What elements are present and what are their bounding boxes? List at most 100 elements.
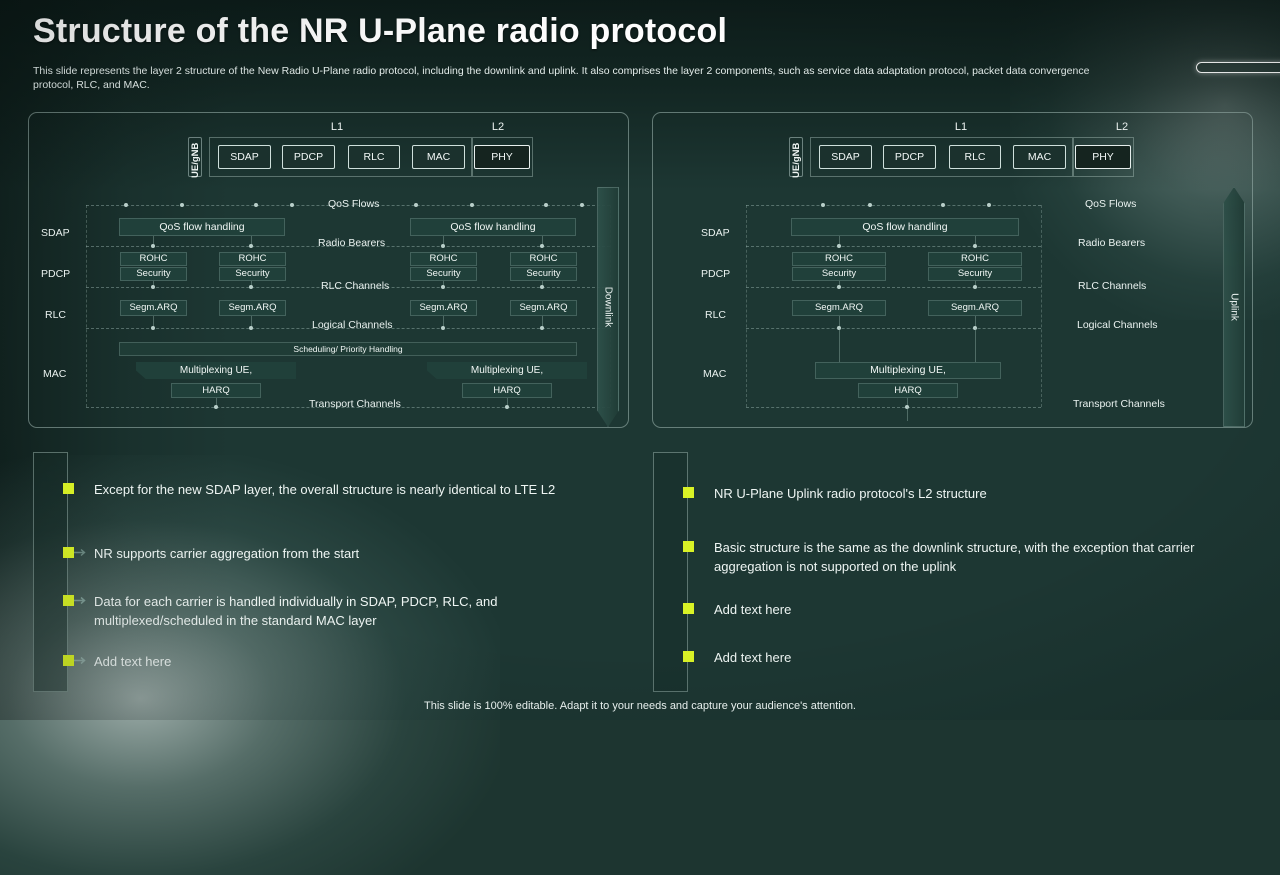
box-harq[interactable]: HARQ [171, 383, 261, 398]
grid-frame-left [746, 205, 747, 407]
box-qos-flow-handling[interactable]: QoS flow handling [410, 218, 576, 236]
downlink-diagram-panel: L1 L2 UE/gNB SDAP PDCP RLC MAC PHY SDAP … [28, 112, 629, 428]
list-item-label: Except for the new SDAP layer, the overa… [94, 482, 556, 497]
stack-chip-rlc[interactable]: RLC [348, 145, 400, 169]
box-segm-arq[interactable]: Segm.ARQ [510, 300, 577, 316]
bullet-arrow-icon [694, 487, 708, 498]
l1-label: L1 [330, 121, 344, 133]
box-qos-flow-handling[interactable]: QoS flow handling [791, 218, 1019, 236]
bullet-square-icon [683, 487, 694, 498]
box-rohc[interactable]: ROHC [792, 252, 886, 266]
stack-chip-sdap[interactable]: SDAP [218, 145, 271, 169]
box-multiplexing-ue[interactable]: Multiplexing UE, [136, 362, 296, 379]
connector-node [214, 405, 218, 409]
stack-chip-phy[interactable]: PHY [474, 145, 530, 169]
box-scheduling-priority-handling[interactable]: Scheduling/ Priority Handling [119, 342, 577, 356]
connector-node [973, 244, 977, 248]
page-title: Structure of the NR U-Plane radio protoc… [33, 12, 728, 50]
connector-node [540, 326, 544, 330]
box-multiplexing-ue[interactable]: Multiplexing UE, [815, 362, 1001, 379]
box-rohc[interactable]: ROHC [120, 252, 187, 266]
connector-node [544, 203, 548, 207]
uplink-arrow-label: Uplink [1228, 293, 1240, 321]
list-item[interactable]: Data for each carrier is handled individ… [63, 592, 593, 630]
row-label-mac: MAC [43, 368, 67, 380]
stack-chip-sdap[interactable]: SDAP [819, 145, 872, 169]
downlink-bullets-panel: Except for the new SDAP layer, the overa… [33, 452, 633, 692]
connector-node [124, 203, 128, 207]
box-segm-arq[interactable]: Segm.ARQ [792, 300, 886, 316]
stack-chip-mac[interactable]: MAC [412, 145, 465, 169]
stack-chip-pdcp[interactable]: PDCP [883, 145, 936, 169]
list-item[interactable]: Add text here [683, 648, 1223, 667]
connector-node [973, 285, 977, 289]
list-item[interactable]: Except for the new SDAP layer, the overa… [63, 480, 593, 499]
list-item-label: NR U-Plane Uplink radio protocol's L2 st… [714, 486, 987, 501]
connector-node [249, 244, 253, 248]
box-security[interactable]: Security [219, 267, 286, 281]
connector-node [868, 203, 872, 207]
list-item[interactable]: NR U-Plane Uplink radio protocol's L2 st… [683, 484, 1223, 503]
box-rohc[interactable]: ROHC [410, 252, 477, 266]
protocol-stack-right: L1 L2 UE/gNB SDAP PDCP RLC MAC PHY [653, 121, 1254, 178]
decorative-bar [1196, 62, 1280, 73]
bullet-arrow-icon [74, 547, 88, 558]
box-qos-flow-handling[interactable]: QoS flow handling [119, 218, 285, 236]
connector-node [151, 244, 155, 248]
list-item-label: Add text here [94, 654, 172, 669]
connector-node [290, 203, 294, 207]
box-segm-arq[interactable]: Segm.ARQ [219, 300, 286, 316]
l1-label: L1 [954, 121, 968, 133]
bullet-arrow-icon [74, 483, 88, 494]
separator-radio-bearers [746, 246, 1041, 247]
box-multiplexing-ue[interactable]: Multiplexing UE, [427, 362, 587, 379]
box-security[interactable]: Security [510, 267, 577, 281]
list-item-label: Data for each carrier is handled individ… [94, 594, 498, 628]
stack-chip-mac[interactable]: MAC [1013, 145, 1066, 169]
box-rohc[interactable]: ROHC [928, 252, 1022, 266]
stack-chip-pdcp[interactable]: PDCP [282, 145, 335, 169]
row-label-sdap: SDAP [41, 227, 70, 239]
box-segm-arq[interactable]: Segm.ARQ [120, 300, 187, 316]
stack-chip-phy[interactable]: PHY [1075, 145, 1131, 169]
list-item-label: Add text here [714, 602, 792, 617]
bullet-square-icon [63, 483, 74, 494]
connector-node [414, 203, 418, 207]
bullet-arrow-icon [694, 603, 708, 614]
uplink-bullets-panel: NR U-Plane Uplink radio protocol's L2 st… [653, 452, 1253, 692]
grid-frame-left [86, 205, 87, 407]
channel-label-transport-channels: Transport Channels [1073, 398, 1165, 410]
connector-line [907, 407, 908, 421]
connector-node [540, 244, 544, 248]
row-label-pdcp: PDCP [41, 268, 71, 280]
list-item[interactable]: Add text here [63, 652, 593, 671]
downlink-direction-arrow: Downlink [597, 187, 619, 427]
bullet-square-icon [683, 603, 694, 614]
box-rohc[interactable]: ROHC [219, 252, 286, 266]
separator-rlc-channels [746, 287, 1041, 288]
channel-label-logical-channels: Logical Channels [312, 319, 393, 331]
box-segm-arq[interactable]: Segm.ARQ [410, 300, 477, 316]
ue-gnb-label: UE/gNB [188, 137, 202, 178]
box-harq[interactable]: HARQ [462, 383, 552, 398]
slide-header: Structure of the NR U-Plane radio protoc… [0, 0, 1280, 100]
connector-node [470, 203, 474, 207]
box-segm-arq[interactable]: Segm.ARQ [928, 300, 1022, 316]
channel-label-logical-channels: Logical Channels [1077, 319, 1158, 331]
box-security[interactable]: Security [928, 267, 1022, 281]
list-item[interactable]: Basic structure is the same as the downl… [683, 538, 1223, 576]
box-security[interactable]: Security [792, 267, 886, 281]
connector-node [540, 285, 544, 289]
box-harq[interactable]: HARQ [858, 383, 958, 398]
list-item-label: Basic structure is the same as the downl… [714, 540, 1195, 574]
list-item[interactable]: NR supports carrier aggregation from the… [63, 544, 593, 563]
box-rohc[interactable]: ROHC [510, 252, 577, 266]
box-security[interactable]: Security [120, 267, 187, 281]
connector-node [180, 203, 184, 207]
list-item[interactable]: Add text here [683, 600, 1223, 619]
channel-label-rlc-channels: RLC Channels [1078, 280, 1147, 292]
list-item-label: Add text here [714, 650, 792, 665]
box-security[interactable]: Security [410, 267, 477, 281]
downlink-arrow-label: Downlink [602, 286, 614, 328]
stack-chip-rlc[interactable]: RLC [949, 145, 1001, 169]
